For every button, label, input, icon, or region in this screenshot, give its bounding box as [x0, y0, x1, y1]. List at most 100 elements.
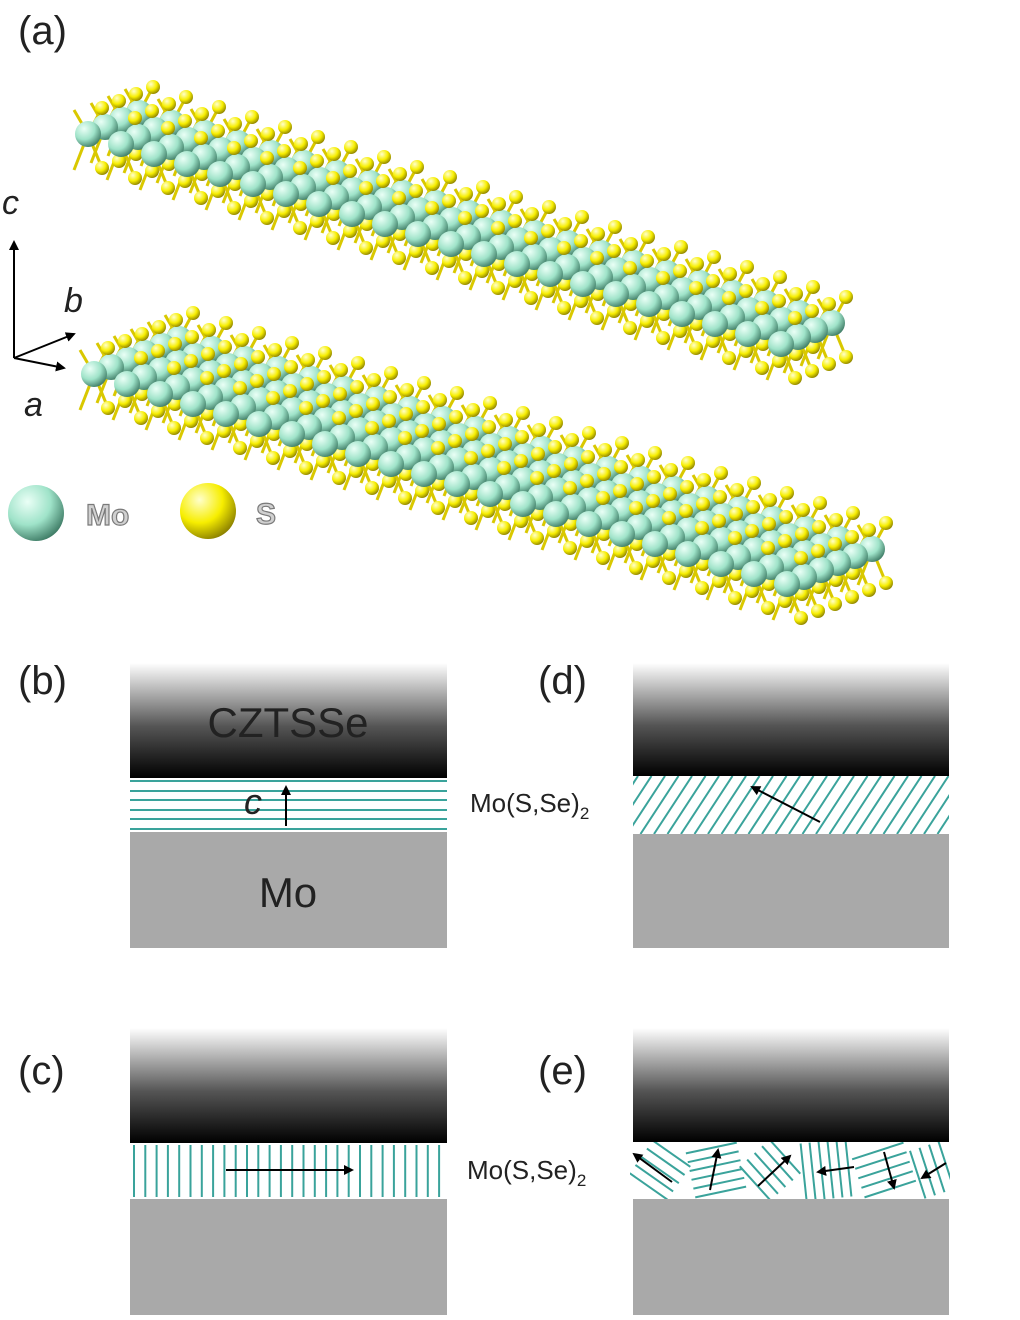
- s-atom: [623, 321, 637, 335]
- axis-triad: c b a: [2, 184, 83, 424]
- s-atom: [813, 496, 827, 510]
- mo-atom: [741, 561, 767, 587]
- s-atom: [233, 441, 247, 455]
- s-atom: [679, 564, 693, 578]
- s-atom: [789, 347, 803, 361]
- mosse-sheet: [753, 1152, 787, 1188]
- s-atom: [393, 167, 407, 181]
- s-atom: [795, 587, 809, 601]
- s-atom: [631, 453, 645, 467]
- s-atom: [277, 144, 291, 158]
- s-atom: [351, 356, 365, 370]
- s-atom: [228, 177, 242, 191]
- s-atom: [789, 287, 803, 301]
- s-atom: [266, 451, 280, 465]
- s-atom: [549, 416, 563, 430]
- s-atom: [162, 97, 176, 111]
- s-atom: [327, 147, 341, 161]
- mosse-label-2: Mo(S,Se)2: [467, 1155, 586, 1190]
- s-atom: [615, 436, 629, 450]
- s-atom: [723, 327, 737, 341]
- mo-atom: [774, 571, 800, 597]
- s-legend-label: S: [256, 498, 276, 531]
- s-atom: [195, 167, 209, 181]
- s-atom: [310, 214, 324, 228]
- s-atom: [828, 597, 842, 611]
- s-atom: [211, 124, 225, 138]
- s-atom: [285, 336, 299, 350]
- mo-legend-sphere: [8, 485, 64, 541]
- mo-atom: [504, 251, 530, 277]
- s-atom: [531, 447, 545, 461]
- s-atom: [475, 264, 489, 278]
- s-atom: [425, 201, 439, 215]
- s-atom: [532, 423, 546, 437]
- panel-d-label: (d): [538, 659, 587, 703]
- s-atom: [629, 561, 643, 575]
- s-atom: [524, 231, 538, 245]
- s-atom: [862, 523, 876, 537]
- s-atom: [431, 501, 445, 515]
- s-atom: [399, 407, 413, 421]
- stack-d: [633, 663, 1016, 948]
- mo-atom: [141, 141, 167, 167]
- s-atom: [839, 350, 853, 364]
- mosse-sheet: [978, 776, 1016, 834]
- s-atom: [690, 257, 704, 271]
- s-atom: [293, 161, 307, 175]
- s-atom: [101, 401, 115, 415]
- absorber-layer-b: [130, 663, 447, 778]
- mosse-sheet: [639, 776, 680, 834]
- mo-atom: [471, 241, 497, 267]
- s-atom: [233, 381, 247, 395]
- s-atom: [696, 557, 710, 571]
- s-atom: [384, 366, 398, 380]
- s-atom: [722, 351, 736, 365]
- s-atom: [343, 224, 357, 238]
- tilted-orientation-arrow-d: [750, 786, 821, 823]
- s-atom: [161, 121, 175, 135]
- mosse-sheet: [909, 776, 949, 834]
- mosse-layer-c: [133, 1145, 441, 1197]
- mo-atom: [279, 421, 305, 447]
- s-atom: [591, 287, 605, 301]
- mosse-sheet: [707, 776, 747, 834]
- s-atom: [283, 384, 297, 398]
- s-atom: [695, 521, 709, 535]
- s-atom: [812, 520, 826, 534]
- s-atom: [681, 456, 695, 470]
- s-atom: [772, 354, 786, 368]
- s-atom: [515, 430, 529, 444]
- mo-atom: [174, 151, 200, 177]
- s-atom: [557, 241, 571, 255]
- s-atom: [646, 494, 660, 508]
- s-atom: [169, 313, 183, 327]
- s-atom: [712, 574, 726, 588]
- s-atom: [349, 404, 363, 418]
- mosse-sheet: [666, 776, 707, 834]
- mo-atom: [768, 331, 794, 357]
- s-atom: [448, 434, 462, 448]
- s-atom: [746, 500, 760, 514]
- s-atom: [382, 414, 396, 428]
- s-atom: [244, 134, 258, 148]
- s-atom: [680, 480, 694, 494]
- s-atom: [695, 581, 709, 595]
- panel-b-label: (b): [18, 659, 67, 703]
- mo-atom: [114, 371, 140, 397]
- s-atom: [217, 364, 231, 378]
- mo-atom: [213, 401, 239, 427]
- s-atom: [729, 567, 743, 581]
- atom-layer: [75, 80, 893, 625]
- s-atom: [641, 230, 655, 244]
- s-atom: [234, 357, 248, 371]
- s-atom: [690, 317, 704, 331]
- mosse-sheet: [653, 776, 693, 834]
- mo-atom: [669, 301, 695, 327]
- s-atom: [129, 87, 143, 101]
- mosse-sheet: [801, 776, 842, 834]
- s-atom: [499, 413, 513, 427]
- orientation-arrow: [757, 1154, 792, 1187]
- mo-atom: [240, 171, 266, 197]
